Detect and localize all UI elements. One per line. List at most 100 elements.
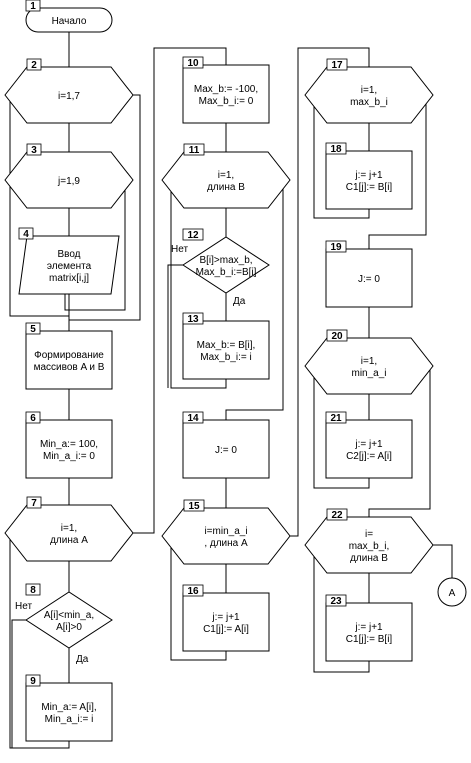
flow-blocks: 1Начало2i=1,73j=1,94Вводэлементаmatrix[i… — [4, 0, 434, 742]
block-12-text: B[i]>max_b, — [199, 255, 252, 266]
block-13-tag — [182, 312, 204, 325]
block-15-tag — [183, 499, 205, 512]
block-17: 17 i=1,max_b_i — [304, 58, 434, 124]
block-9-tag — [25, 674, 41, 687]
block-6-tag — [25, 411, 41, 424]
block-3-number: 3 — [31, 145, 37, 156]
block-8-text: A[i]<min_a, — [44, 610, 94, 621]
block-9-shape — [25, 682, 113, 742]
block-22-text: i= — [365, 529, 373, 540]
flow-connector — [69, 94, 141, 321]
block-14: 14J:= 0 — [182, 411, 270, 479]
flow-connector — [290, 47, 370, 537]
block-23-text: C1[j]:= B[i] — [346, 634, 393, 645]
block-16: 16 j:= j+1C1[j]:= A[i] — [182, 584, 270, 652]
block-13-text: Max_b:= B[i], — [197, 340, 256, 351]
block-17-tag — [326, 58, 348, 71]
flow-connector — [133, 47, 227, 534]
flow-connector — [433, 544, 453, 578]
block-11: 11i=1,длина B — [161, 143, 291, 209]
block-22-tag — [326, 508, 348, 521]
block-18-tag — [325, 142, 347, 155]
block-9-text: Min_a_i:= i — [45, 714, 94, 725]
block-14-number: 14 — [187, 413, 199, 424]
block-2-number: 2 — [31, 60, 37, 71]
block-4-text: элемента — [47, 261, 92, 272]
yes-label-8: Да — [76, 654, 89, 665]
block-4-shape — [18, 235, 120, 295]
no-label-12: Нет — [171, 244, 188, 255]
block-20-text: i=1, — [361, 356, 377, 367]
block-19: 19J:= 0 — [325, 240, 413, 308]
block-4-text: Ввод — [57, 249, 80, 260]
block-7-text: i=1, — [61, 523, 77, 534]
yes-label-12: Да — [233, 296, 246, 307]
block-23-number: 23 — [330, 596, 342, 607]
no-label-8: Нет — [15, 601, 32, 612]
block-15-text: i=min_a_i — [204, 526, 247, 537]
block-20-number: 20 — [331, 331, 343, 342]
block-4-text: matrix[i,j] — [49, 273, 89, 284]
block-2-text: i=1,7 — [58, 91, 80, 102]
block-17-text: i=1, — [361, 85, 377, 96]
block-8-tag — [25, 583, 41, 596]
block-17-number: 17 — [331, 60, 343, 71]
block-5-shape — [25, 330, 113, 390]
block-19-shape — [325, 248, 413, 308]
block-15-text: , длина A — [204, 538, 248, 549]
block-19-text: J:= 0 — [358, 274, 380, 285]
block-9-number: 9 — [30, 676, 36, 687]
block-21-text: j:= j+1 — [354, 439, 383, 450]
block-7: 7 i=1,длина A — [4, 496, 134, 562]
block-6-text: Min_a_i:= 0 — [43, 451, 95, 462]
block-10-shape — [182, 64, 270, 124]
block-18-text: C1[j]:= B[i] — [346, 182, 393, 193]
block-21-tag — [325, 411, 347, 424]
block-18-shape — [325, 150, 413, 210]
block-13-text: Max_b_i:= i — [200, 352, 251, 363]
block-21-text: C2[j]:= A[i] — [346, 451, 392, 462]
block-7-number: 7 — [31, 498, 37, 509]
block-12-shape — [182, 236, 270, 294]
block-19-number: 19 — [330, 242, 342, 253]
block-22-text: длина B — [350, 553, 388, 564]
block-22-number: 22 — [331, 510, 343, 521]
block-21-number: 21 — [330, 413, 342, 424]
block-16-text: j:= j+1 — [211, 612, 240, 623]
block-13-shape — [182, 320, 270, 380]
block-22: 22 i=max_b_i,длина B — [304, 508, 434, 574]
block-16-text: C1[j]:= A[i] — [203, 624, 249, 635]
block-5-text: Формирование — [34, 350, 104, 361]
block-20: 20 i=1,min_a_i — [304, 329, 434, 395]
block-3-text: j=1,9 — [57, 176, 80, 187]
block-18-number: 18 — [330, 144, 342, 155]
block-5-number: 5 — [30, 324, 36, 335]
flow-connector — [11, 619, 26, 748]
block-20-text: min_a_i — [351, 368, 386, 379]
block-7-text: длина A — [50, 535, 88, 546]
block-3: 3 j=1,9 — [4, 143, 134, 209]
block-8: 8A[i]<min_a,A[i]>0 — [25, 583, 113, 649]
flow-connector — [167, 264, 183, 388]
block-4-number: 4 — [23, 229, 29, 240]
block-17-text: max_b_i — [350, 97, 388, 108]
block-21-shape — [325, 419, 413, 479]
block-11-text: длина B — [207, 182, 245, 193]
block-5-text: массивов A и B — [34, 362, 105, 373]
block-10-text: Max_b_i:= 0 — [199, 96, 254, 107]
block-8-number: 8 — [30, 585, 36, 596]
block-23-shape — [325, 602, 413, 662]
block-23-tag — [325, 594, 347, 607]
block-23-text: j:= j+1 — [354, 622, 383, 633]
block-22-text: max_b_i, — [349, 541, 390, 552]
block-16-number: 16 — [187, 586, 199, 597]
block-19-tag — [325, 240, 347, 253]
block-4-tag — [18, 227, 34, 240]
block-14-text: J:= 0 — [215, 445, 237, 456]
